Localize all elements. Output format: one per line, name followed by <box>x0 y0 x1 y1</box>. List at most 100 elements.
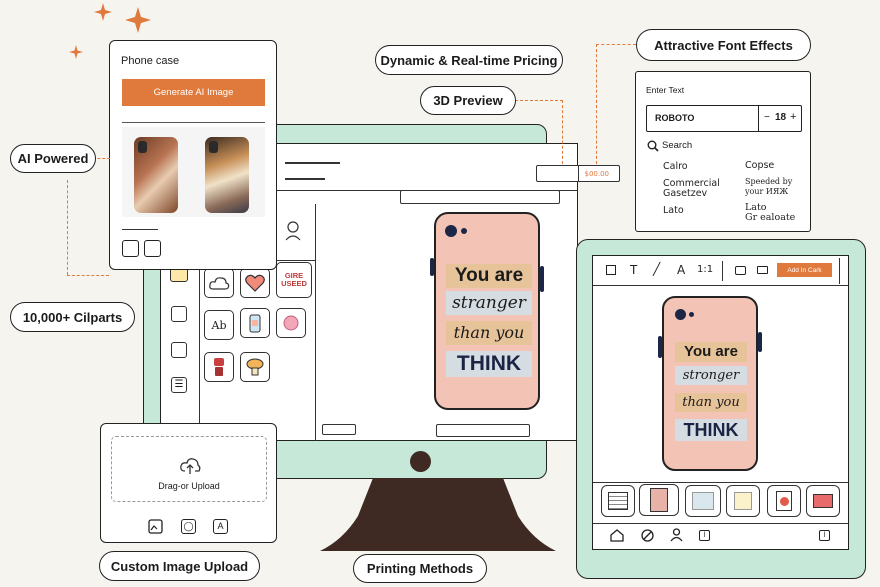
ai-small-line <box>122 229 158 231</box>
phone-line-3: than you <box>446 321 532 345</box>
phone-side-button <box>658 336 662 358</box>
ratio-tool-icon[interactable]: 1:1 <box>697 264 714 275</box>
font-size-plus[interactable]: + <box>790 111 797 123</box>
image-edit-icon[interactable] <box>148 519 163 534</box>
phone-side-button <box>430 258 434 276</box>
feature-dynamic-pricing: Dynamic & Real-time Pricing <box>375 45 563 75</box>
font-select[interactable]: ROBOTO − 18 + <box>646 105 802 132</box>
toolbar-divider <box>722 261 724 281</box>
font-option-1[interactable]: Calro <box>663 161 688 172</box>
text-image-icon[interactable]: A <box>213 519 228 534</box>
clipart-sticker[interactable]: GIRE USEED <box>276 262 312 298</box>
tablet-phone-preview[interactable]: You are stronger than you THINK <box>662 296 758 471</box>
font-panel: Enter Text ROBOTO − 18 + Search Calro Co… <box>635 71 811 232</box>
nav-line <box>285 162 340 164</box>
feature-printing-methods: Printing Methods <box>353 554 487 583</box>
template-thumb-3[interactable] <box>685 485 721 517</box>
phone-line-1: You are <box>446 264 532 288</box>
add-to-cart-button[interactable]: Add In Cark <box>777 263 832 277</box>
tablet-phone-line-1: You are <box>675 342 747 362</box>
ai-option-1[interactable] <box>122 240 139 257</box>
monitor-topbar <box>160 190 578 192</box>
clipart-flower[interactable] <box>276 308 306 338</box>
toolbar-edge <box>839 258 841 284</box>
square-tool-icon[interactable] <box>606 265 616 275</box>
canvas-wide-button[interactable] <box>436 424 530 437</box>
clipart-ab[interactable]: Ab <box>204 310 234 340</box>
canvas-small-button[interactable] <box>322 424 356 435</box>
camera-lens <box>461 228 467 234</box>
upload-text: Drag-or Upload <box>158 481 220 491</box>
user-icon[interactable] <box>670 528 683 542</box>
generate-ai-button[interactable]: Generate AI Image <box>122 79 265 106</box>
feature-font-effects: Attractive Font Effects <box>636 29 811 61</box>
case-camera <box>209 141 218 153</box>
connector <box>515 100 563 101</box>
template-thumb-4[interactable] <box>726 485 760 517</box>
connector <box>596 44 597 164</box>
tablet-phone-text-area: You are stronger than you THINK <box>675 342 747 441</box>
power-button[interactable] <box>410 451 431 472</box>
phone-text-area: You are stranger than you THINK <box>446 264 532 377</box>
connector <box>596 44 636 45</box>
text-tool-icon[interactable]: T <box>630 263 638 277</box>
feature-cliparts: 10,000+ Cilparts <box>10 302 135 332</box>
upload-panel: Drag-or Upload ◯ A <box>100 423 277 543</box>
edit-icon[interactable] <box>641 529 654 542</box>
upload-icon <box>180 458 201 474</box>
clipart-ab-label: Ab <box>211 318 227 332</box>
ai-option-2[interactable] <box>144 240 161 257</box>
clipart-sticker-text: GIRE USEED <box>281 271 307 288</box>
layer-icon[interactable] <box>735 266 746 275</box>
template-thumb-1[interactable] <box>601 485 635 517</box>
phone-side-button <box>540 266 544 292</box>
template-thumb-2[interactable] <box>639 484 679 516</box>
template-thumb-6[interactable] <box>806 485 840 517</box>
clipart-doodle[interactable] <box>278 216 308 246</box>
clipart-jar[interactable] <box>240 308 270 338</box>
thumbnail-strip <box>593 482 848 484</box>
sidebar-item-2[interactable] <box>171 306 187 322</box>
phone-line-4: THINK <box>446 351 532 377</box>
tablet-phone-line-2: stronger <box>675 366 747 385</box>
sidebar-item-3[interactable] <box>171 342 187 358</box>
font-size-value: 18 <box>775 112 787 123</box>
font-size-minus[interactable]: − <box>764 112 770 123</box>
phone-side-button <box>758 332 762 352</box>
font-option-4[interactable]: Speeded by your ИЯЖ <box>745 177 793 196</box>
sidebar <box>160 190 200 441</box>
clipart-cloud[interactable] <box>204 268 234 298</box>
nav-line <box>285 178 325 180</box>
connector <box>67 180 68 275</box>
ai-panel: Phone case Generate AI Image <box>109 40 277 270</box>
price-divider <box>578 165 580 182</box>
font-option-5[interactable]: Lato <box>663 205 684 216</box>
tablet-phone-line-3: than you <box>675 393 747 412</box>
upload-dropzone[interactable]: Drag-or Upload <box>111 436 267 502</box>
sparkle-icon <box>69 45 83 59</box>
tablet-toolbar <box>593 256 848 286</box>
search-label[interactable]: Search <box>662 140 693 151</box>
info-icon[interactable]: ǀ <box>819 530 830 541</box>
font-option-2[interactable]: Copse <box>745 160 775 171</box>
monitor-icon[interactable] <box>757 266 768 274</box>
info-icon[interactable]: ǀ <box>699 530 710 541</box>
clipart-mushroom[interactable] <box>240 352 270 382</box>
camera-lens <box>675 309 686 320</box>
tablet-phone-line-4: THINK <box>675 419 747 441</box>
clipart-robot[interactable] <box>204 352 234 382</box>
pen-tool-icon[interactable]: ╱ <box>653 262 661 276</box>
search-image-icon[interactable]: ◯ <box>181 519 196 534</box>
font-option-6[interactable]: Lato Gr ealoate <box>745 202 796 223</box>
shape-tool-icon[interactable]: A <box>677 263 686 277</box>
home-icon[interactable] <box>610 529 624 542</box>
camera-lens <box>689 312 694 317</box>
feature-3d-preview: 3D Preview <box>420 86 516 115</box>
case-camera <box>138 141 147 153</box>
menu-icon[interactable]: ☰ <box>171 377 187 393</box>
clipart-heart[interactable] <box>240 268 270 298</box>
enter-text-label: Enter Text <box>646 85 685 95</box>
phone-case-preview[interactable]: You are stranger than you THINK <box>434 212 540 410</box>
template-thumb-5[interactable] <box>767 485 801 517</box>
font-option-3[interactable]: Commercial Gasetzev <box>663 178 720 199</box>
